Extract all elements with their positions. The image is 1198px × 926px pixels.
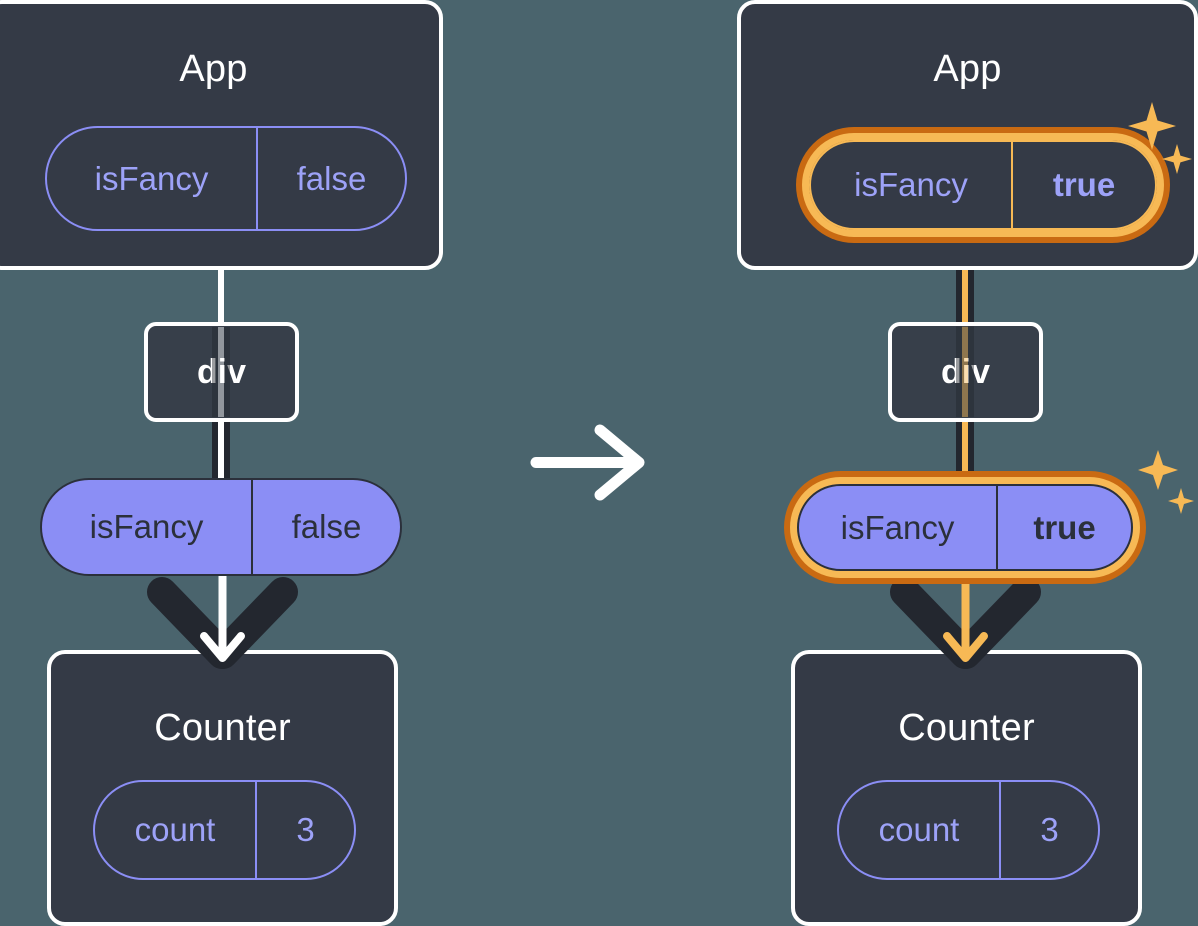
sparkles-icon	[1138, 450, 1194, 514]
app-state-pill-after: isFancy true	[809, 140, 1157, 230]
edge-core	[962, 232, 968, 327]
edge-div-to-prop-after	[956, 418, 974, 482]
prop-value-after: true	[996, 486, 1131, 569]
counter-title-after: Counter	[898, 707, 1035, 749]
edge-app-to-div-before	[218, 262, 224, 322]
counter-state-pill-before: count 3	[93, 780, 356, 880]
div-node-after: div	[888, 322, 1043, 422]
app-state-value-before: false	[256, 128, 405, 229]
app-state-pill-before: isFancy false	[45, 126, 407, 231]
div-node-label-before: div	[197, 353, 246, 392]
counter-state-key-after: count	[878, 811, 960, 848]
edge-core	[962, 418, 968, 482]
arrow-right-icon	[530, 424, 645, 501]
div-node-label-after: div	[941, 353, 990, 392]
prop-pill-after: isFancy true	[797, 484, 1133, 571]
edge-through-div-after	[956, 327, 974, 417]
transition-arrow	[528, 420, 653, 505]
app-title-after: App	[933, 48, 1002, 90]
counter-state-key-before: count	[134, 811, 216, 848]
app-state-key-after: isFancy	[854, 166, 968, 203]
prop-key-before: isFancy	[89, 508, 204, 545]
app-state-key-before: isFancy	[94, 159, 209, 197]
counter-state-value-before: 3	[255, 782, 354, 878]
edge-core	[218, 418, 224, 482]
app-title-before: App	[179, 48, 248, 90]
prop-pill-before: isFancy false	[40, 478, 402, 576]
edge-core	[218, 327, 224, 417]
prop-key-after: isFancy	[840, 508, 955, 546]
edge-core	[962, 327, 968, 417]
app-component-box-before: App isFancy false	[0, 0, 443, 270]
edge-through-div-before	[212, 327, 230, 417]
counter-state-pill-after: count 3	[837, 780, 1100, 880]
prop-value-before: false	[251, 480, 400, 574]
counter-title-before: Counter	[154, 707, 291, 749]
counter-state-value-after: 3	[999, 782, 1098, 878]
edge-div-to-prop-before	[212, 418, 230, 482]
app-component-box-after: App isFancy true	[737, 0, 1198, 270]
counter-component-box-after: Counter count 3	[791, 650, 1142, 926]
div-node-before: div	[144, 322, 299, 422]
app-state-value-after: true	[1011, 142, 1155, 228]
counter-component-box-before: Counter count 3	[47, 650, 398, 926]
prop-pill-sparkles-after	[1136, 448, 1194, 518]
